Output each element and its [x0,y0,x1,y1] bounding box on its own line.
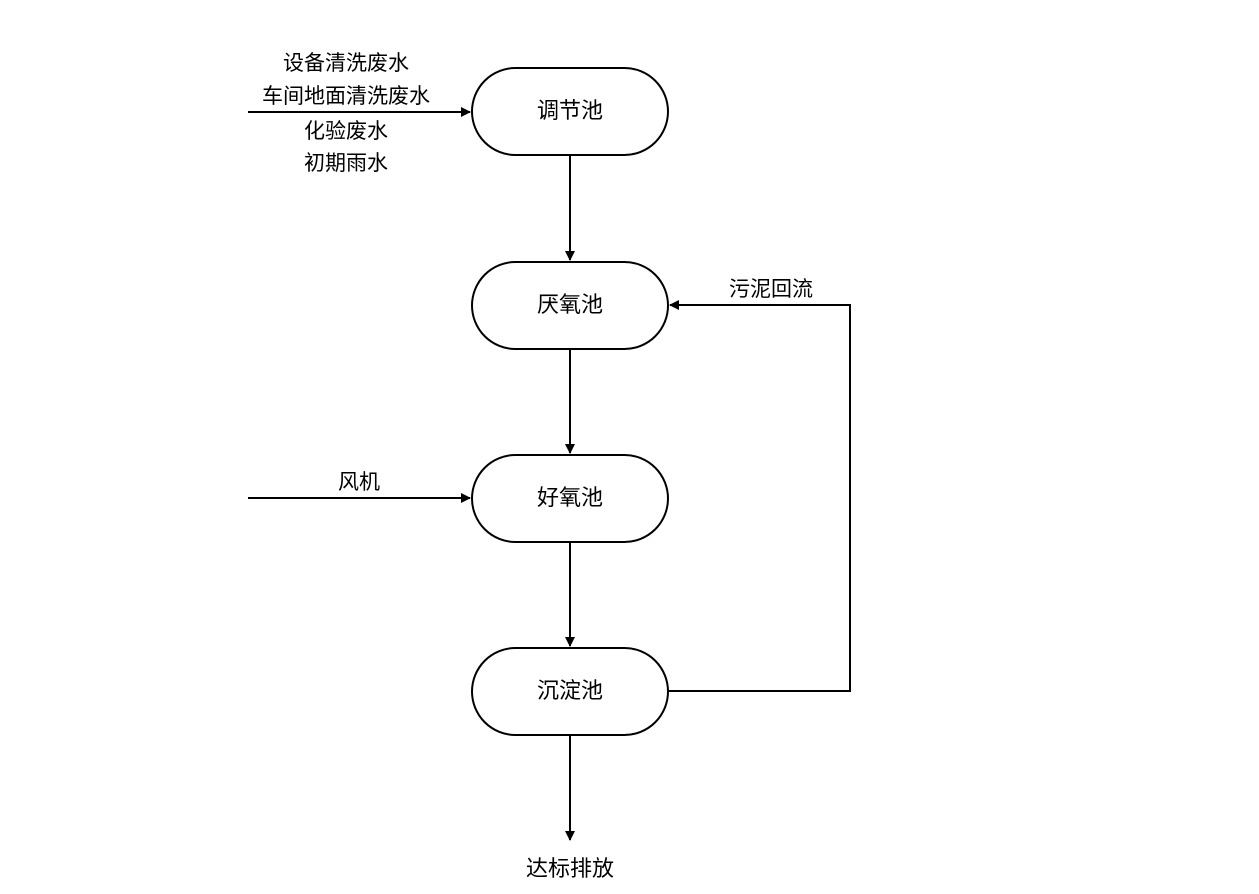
input-label-4: 初期雨水 [304,151,388,175]
sludge-return-line [668,300,851,692]
input-label-3: 化验废水 [304,119,388,143]
input-label-2: 车间地面清洗废水 [262,84,430,108]
sludge-return-label: 污泥回流 [729,277,813,301]
blower-label: 风机 [338,470,380,494]
node-haoyang: 好氧池 [471,454,669,543]
node-yanyang-label: 厌氧池 [537,293,603,318]
node-chendian: 沉淀池 [471,647,669,736]
input-label-1: 设备清洗废水 [283,51,409,75]
node-tiaojie: 调节池 [471,67,669,156]
node-tiaojie-label: 调节池 [537,99,603,124]
node-yanyang: 厌氧池 [471,261,669,350]
discharge-label: 达标排放 [526,857,614,882]
wastewater-input-labels: 设备清洗废水 车间地面清洗废水 化验废水 初期雨水 [262,51,430,175]
node-chendian-label: 沉淀池 [537,679,603,704]
node-haoyang-label: 好氧池 [537,486,603,511]
